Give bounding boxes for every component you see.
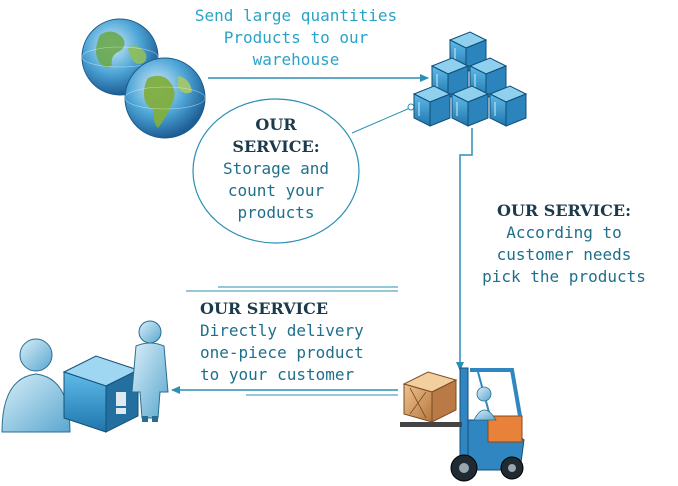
intake-line: warehouse xyxy=(252,50,340,69)
delivery-title: OUR SERVICE xyxy=(200,299,329,318)
box-stack-icon xyxy=(412,31,528,127)
crate-icon xyxy=(402,371,458,423)
bubble-pointer-dot xyxy=(407,103,415,111)
intake-line: Products to our xyxy=(223,28,369,47)
delivery-text-rule-top xyxy=(186,286,398,292)
storage-body-line: Storage and xyxy=(223,159,329,178)
forklift-icon xyxy=(400,367,525,482)
delivery-body-line: to your customer xyxy=(200,365,355,384)
delivery-text: OUR SERVICE Directly delivery one-piece … xyxy=(200,298,390,386)
customer-icon xyxy=(1,320,169,433)
intake-line: Send large quantities xyxy=(194,6,398,25)
storage-body-line: count your xyxy=(227,181,325,200)
delivery-body-line: one-piece product xyxy=(200,343,364,362)
picking-title: OUR SERVICE: xyxy=(497,201,631,220)
picking-arrow xyxy=(456,128,473,371)
globe-icon xyxy=(124,57,206,139)
storage-title-line: SERVICE: xyxy=(232,137,320,156)
storage-title-line: OUR xyxy=(255,115,297,134)
picking-text: OUR SERVICE: According to customer needs… xyxy=(466,200,662,288)
picking-body-line: According to xyxy=(506,223,622,242)
delivery-body-line: Directly delivery xyxy=(200,321,364,340)
storage-body-line: products xyxy=(237,203,315,222)
intake-text: Send large quantities Products to our wa… xyxy=(168,5,424,71)
picking-body-line: customer needs xyxy=(496,245,632,264)
picking-body-line: pick the products xyxy=(482,267,646,286)
storage-bubble xyxy=(192,98,360,244)
storage-bubble-text: OUR SERVICE: Storage and count your prod… xyxy=(196,114,356,224)
bubble-pointer-line xyxy=(351,107,411,134)
